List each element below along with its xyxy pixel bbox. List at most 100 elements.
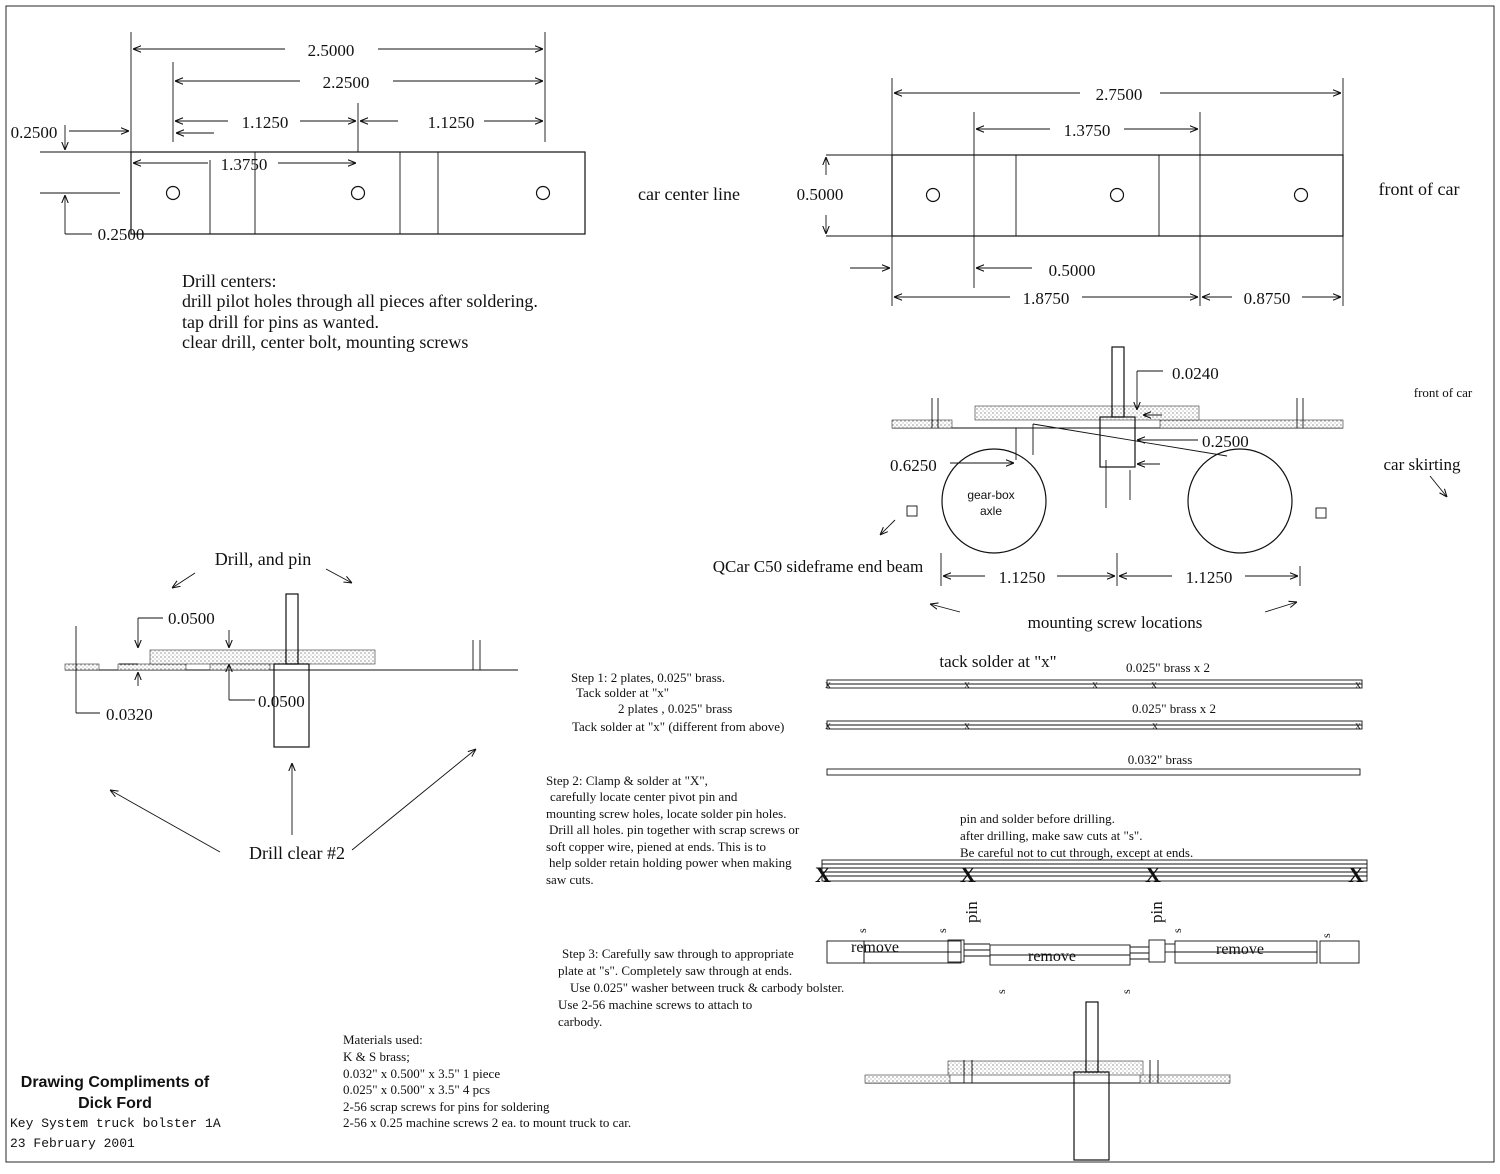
hole [1109,187,1125,203]
drill-notes-line: drill pilot holes through all pieces aft… [182,291,538,311]
solder-mark: X [1348,862,1364,887]
dim-0-2500-truck: 0.2500 [1202,432,1249,451]
sideframe-end-beam-label: QCar C50 sideframe end beam [713,557,924,576]
step3-text: Use 2-56 machine screws to attach to [558,997,752,1012]
step2-text: carefully locate center pivot pin and [550,789,738,804]
hole [1293,187,1309,203]
dim-0-2500-bottom: 0.2500 [98,225,145,244]
drawing-date: 23 February 2001 [10,1136,135,1151]
dim-1-3750-right: 1.3750 [1064,121,1111,140]
drill-notes: Drill centers: drill pilot holes through… [182,271,538,352]
sideframe-end-beam-left [906,505,918,517]
bolster-plate-left [130,151,586,235]
saw-cut-mark: s [855,928,869,933]
dim-0-0500-bottom: 0.0500 [258,692,305,711]
gearbox-label: gear-box [967,488,1014,502]
saw-cut-mark: s [1319,933,1333,938]
hole [350,185,366,201]
sheet-border [5,5,1495,1163]
materials-line: K & S brass; [343,1049,410,1064]
plate-label: 0.025" brass x 2 [1132,701,1216,716]
step1-text: Tack solder at "x" [576,685,669,700]
materials-line: 2-56 x 0.25 machine screws 2 ea. to moun… [343,1115,631,1130]
dim-0-0320: 0.0320 [106,705,153,724]
dim-1-1250-a: 1.1250 [242,113,289,132]
plate-label: 0.032" brass [1128,752,1193,767]
drill-notes-line: clear drill, center bolt, mounting screw… [182,332,468,352]
top-left-plan-view: 2.5000 2.2500 1.1250 1.1250 1.3750 0.250… [11,32,740,244]
solder-mark: X [815,862,831,887]
title-block: Drawing Compliments of Dick Ford Key Sys… [10,1074,221,1151]
tack-mark: x [1092,677,1098,691]
dim-2-2500: 2.2500 [323,73,370,92]
dim-0-8750: 0.8750 [1244,289,1291,308]
pin-detail-view: Drill, and pin Drill clear #2 0.0500 0.0… [64,549,518,863]
saw-cut-mark: s [994,989,1008,994]
step2-text: help solder retain holding power when ma… [549,855,792,870]
remove-label: remove [1216,941,1264,958]
bolster-plate-right [891,154,1344,237]
step3-text: Step 3: Carefully saw through to appropr… [562,946,794,961]
tack-mark: x [1152,718,1158,732]
drill-clear-label: Drill clear #2 [249,843,345,863]
tack-mark: x [964,718,970,732]
step2-right-text: Be careful not to cut through, except at… [960,845,1193,860]
step2-right-text: pin and solder before drilling. [960,811,1115,826]
materials-title: Materials used: [343,1032,423,1047]
materials-line: 0.032" x 0.500" x 3.5" 1 piece [343,1066,500,1081]
truck-side-view: 0.0240 0.2500 0.6250 1.1250 1.1250 front… [713,346,1473,632]
pin-label: pin [1147,901,1166,923]
dim-0-0500-top: 0.0500 [168,609,215,628]
top-right-plan-view: 2.7500 1.3750 0.5000 0.5000 1.8750 0.875… [797,78,1460,308]
materials-line: 2-56 scrap screws for pins for soldering [343,1099,550,1114]
trailing-axle-wheel [1187,448,1293,554]
saw-cut-mark: s [1170,928,1184,933]
remove-label: remove [1028,948,1076,965]
credit-line-1: Drawing Compliments of [21,1074,210,1091]
dim-1-1250-truck-a: 1.1250 [999,568,1046,587]
step3-text: Use 0.025" washer between truck & carbod… [570,980,844,995]
car-skirting-label: car skirting [1384,455,1461,474]
tack-mark: x [825,677,831,691]
hole [535,185,551,201]
hole [165,185,181,201]
step2-text: Drill all holes. pin together with scrap… [549,822,800,837]
dim-0-5000-offset: 0.5000 [1049,261,1096,280]
gearbox-axle-wheel [941,448,1047,554]
solder-mark: X [960,862,976,887]
final-assembly-view [864,1001,1231,1161]
step3-text: carbody. [558,1014,602,1029]
drill-and-pin-label: Drill, and pin [215,549,312,569]
step1-text: Step 1: 2 plates, 0.025" brass. [571,670,725,685]
tack-mark: x [1151,677,1157,691]
saw-cut-mark: s [1119,989,1133,994]
tack-mark: x [964,677,970,691]
plate-label: 0.025" brass x 2 [1126,660,1210,675]
car-center-line-label: car center line [638,184,740,204]
tack-solder-header: tack solder at "x" [939,652,1056,671]
mounting-screw-label: mounting screw locations [1028,613,1203,632]
step2-text: saw cuts. [546,872,594,887]
solder-mark: X [1145,862,1161,887]
dim-1-8750: 1.8750 [1023,289,1070,308]
part-name: Key System truck bolster 1A [10,1116,221,1131]
credit-line-2: Dick Ford [78,1095,152,1112]
assembly-steps: tack solder at "x" Step 1: 2 plates, 0.0… [546,652,1368,1029]
materials-list: Materials used: K & S brass; 0.032" x 0.… [343,1032,631,1130]
front-of-car-label: front of car [1379,179,1460,199]
hole [925,187,941,203]
sideframe-end-beam-right [1315,507,1327,519]
tack-mark: x [825,718,831,732]
axle-label: axle [980,504,1002,518]
tack-mark: x [1355,718,1361,732]
dim-1-1250-truck-b: 1.1250 [1186,568,1233,587]
materials-line: 0.025" x 0.500" x 3.5" 4 pcs [343,1082,490,1097]
step1-text: 2 plates , 0.025" brass [618,701,732,716]
tack-mark: x [1355,677,1361,691]
dim-1-3750: 1.3750 [221,155,268,174]
dim-2-5000: 2.5000 [308,41,355,60]
drill-notes-line: tap drill for pins as wanted. [182,312,379,332]
pin-label: pin [962,901,981,923]
step1-text: Tack solder at "x" (different from above… [572,719,784,734]
